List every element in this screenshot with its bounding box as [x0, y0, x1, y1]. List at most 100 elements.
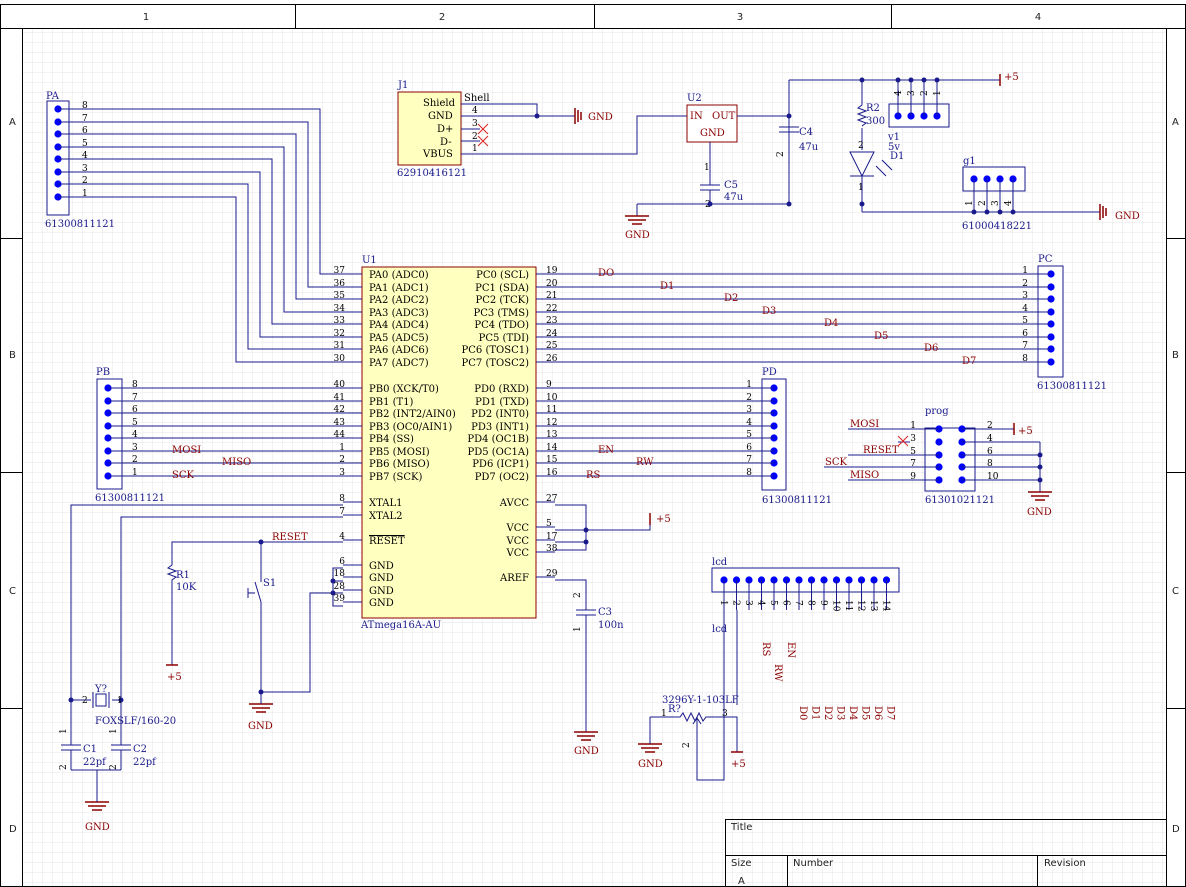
prog-reset-label: RESET: [863, 445, 899, 456]
u1-right-pin-number: 22: [546, 304, 557, 314]
r1-designator: R1: [176, 570, 190, 581]
u1-right-pin-number: 20: [546, 279, 558, 289]
g1-pin-number: 1: [965, 200, 975, 206]
c1-pin-1: 1: [59, 728, 69, 734]
pb-pin-number: 8: [132, 380, 138, 390]
u1-left-pin-name: PA0 (ADC0): [369, 270, 429, 281]
u1-right-pin-number: 38: [546, 544, 558, 554]
v1-junction: [908, 77, 914, 83]
row-label-c-right: C: [1172, 586, 1179, 597]
pa-pin-number: 6: [82, 126, 88, 136]
u1-left-pin-name: PB1 (T1): [369, 397, 414, 408]
u1-right-pin-name: VCC: [505, 536, 529, 547]
net-label-rw: RW: [636, 457, 654, 468]
pa-wire: [58, 196, 343, 363]
u1-right-pin-number: 23: [546, 316, 558, 326]
c4-pin-2: 2: [776, 151, 786, 157]
gnd-label-g1: GND: [1115, 211, 1140, 222]
j1-pin-1: 1: [472, 144, 478, 154]
pa-pin-number: 5: [82, 139, 88, 149]
u1-right-pin-number: 17: [546, 532, 558, 542]
u2-gnd-label: GND: [700, 128, 725, 139]
y1-designator: Y?: [94, 684, 107, 695]
prog-odd-pin-number: 1: [910, 421, 916, 431]
net-label-rs: RS: [586, 470, 601, 481]
u1-right-pin-name: PC4 (TDO): [474, 320, 529, 331]
gnd-label-c5: GND: [625, 230, 650, 241]
u1-left-pin-name: PB2 (INT2/AIN0): [369, 409, 456, 420]
u1-right-pin-name: PD2 (INT0): [471, 409, 529, 420]
u1-right-pin-name: PD7 (OC2): [475, 472, 529, 483]
prog-even-pin-number: 6: [987, 447, 993, 457]
pot-part: 3296Y-1-103LF: [662, 695, 739, 706]
lcd-pin-number: 5: [768, 600, 778, 606]
v1-pin-number: 4: [894, 90, 904, 96]
net-label-d6: D6: [924, 343, 938, 354]
crystal-section: Y? FOXSLF/160-20 2 1 C1 22pf C2 22pf 1 2…: [59, 504, 343, 833]
row-label-d-left: D: [9, 824, 17, 835]
d1-pin-1: 1: [858, 183, 864, 193]
u2-out-label: OUT: [712, 111, 736, 122]
reset-section: RESET R1 10K +5 S1 GND: [166, 532, 343, 732]
prog-odd-pin-number: 3: [910, 434, 916, 444]
u1-left-pin-number: 3: [339, 468, 345, 478]
pc-pin-number: 2: [1022, 279, 1028, 289]
pb-pin-number: 1: [132, 468, 138, 478]
u1-right-pin-name: VCC: [505, 523, 529, 534]
pd-part: 61300811121: [762, 495, 832, 506]
u1-left-pin-number: 28: [334, 582, 346, 592]
r2-value: 300: [866, 116, 885, 127]
regulator-u2: U2 IN OUT GND 1 C4 47u 2 C5 47u 2 GND +5: [625, 72, 1019, 241]
prog-odd-pin-number: 9: [910, 472, 916, 482]
row-label-b-left: B: [9, 350, 16, 361]
c2-designator: C2: [133, 744, 147, 755]
u1-right-pin-name: PC5 (TDI): [479, 333, 529, 344]
g1-pin-number: 4: [1004, 200, 1014, 206]
bus-net-labels: DO D1 D2 D3 D4 D5 D6 D7 MOSI MISO SCK EN…: [172, 268, 976, 481]
pd-designator: PD: [762, 367, 777, 378]
signal-wires: [58, 108, 1051, 477]
prog-mosi-label: MOSI: [850, 419, 879, 430]
prog-odd-pin-number: 5: [910, 447, 916, 457]
lcd-pin-number: 8: [806, 600, 816, 606]
lcd-data-label: D1: [810, 706, 821, 720]
c1-pin-2: 2: [59, 764, 69, 770]
j1-pin-4: 4: [472, 106, 478, 116]
u1-right-pin-name: PC2 (TCK): [475, 295, 529, 306]
u1-left-pin-number: 8: [339, 494, 345, 504]
c3-pin-2: 2: [573, 592, 583, 598]
c4-designator: C4: [799, 127, 813, 138]
u1-left-pin-number: 34: [334, 304, 346, 314]
lcd-pin-number: 2: [731, 600, 741, 606]
lcd-data-label: D0: [797, 706, 808, 720]
u1-right-pin-number: 27: [546, 494, 558, 504]
row-label-a-left: A: [9, 117, 16, 128]
prog-miso-label: MISO: [850, 470, 879, 481]
u1-left-pin-number: 33: [334, 316, 346, 326]
u1-left-pin-number: 7: [339, 507, 345, 517]
pa-wire: [58, 146, 343, 313]
pc-pin-number: 6: [1022, 329, 1028, 339]
v1-junction: [934, 77, 940, 83]
v1-designator: v1: [887, 132, 900, 143]
prog-odd-pin-dot: [935, 438, 943, 446]
vcc-aref-section: +5 C3 100n 2 1 GND: [555, 504, 671, 757]
prog-vcc-label: +5: [1018, 426, 1033, 437]
u1-left-pin-name: PA1 (ADC1): [369, 283, 429, 294]
u1-right-pin-number: 10: [546, 393, 558, 403]
c2-pin-2: 2: [109, 764, 119, 770]
net-label-d2: D2: [724, 293, 738, 304]
pb-pin-number: 3: [132, 443, 138, 453]
u1-left-pin-name: RESET: [369, 536, 405, 547]
border-column-labels: 1 2 3 4: [143, 12, 1041, 23]
pb-pin-number: 5: [132, 418, 138, 428]
u1-left-pin-name: PB0 (XCK/T0): [369, 384, 439, 395]
pa-wire: [58, 171, 343, 338]
net-label-d1: D1: [660, 281, 674, 292]
net-label-miso: MISO: [222, 457, 251, 468]
title-label: Title: [730, 822, 752, 833]
